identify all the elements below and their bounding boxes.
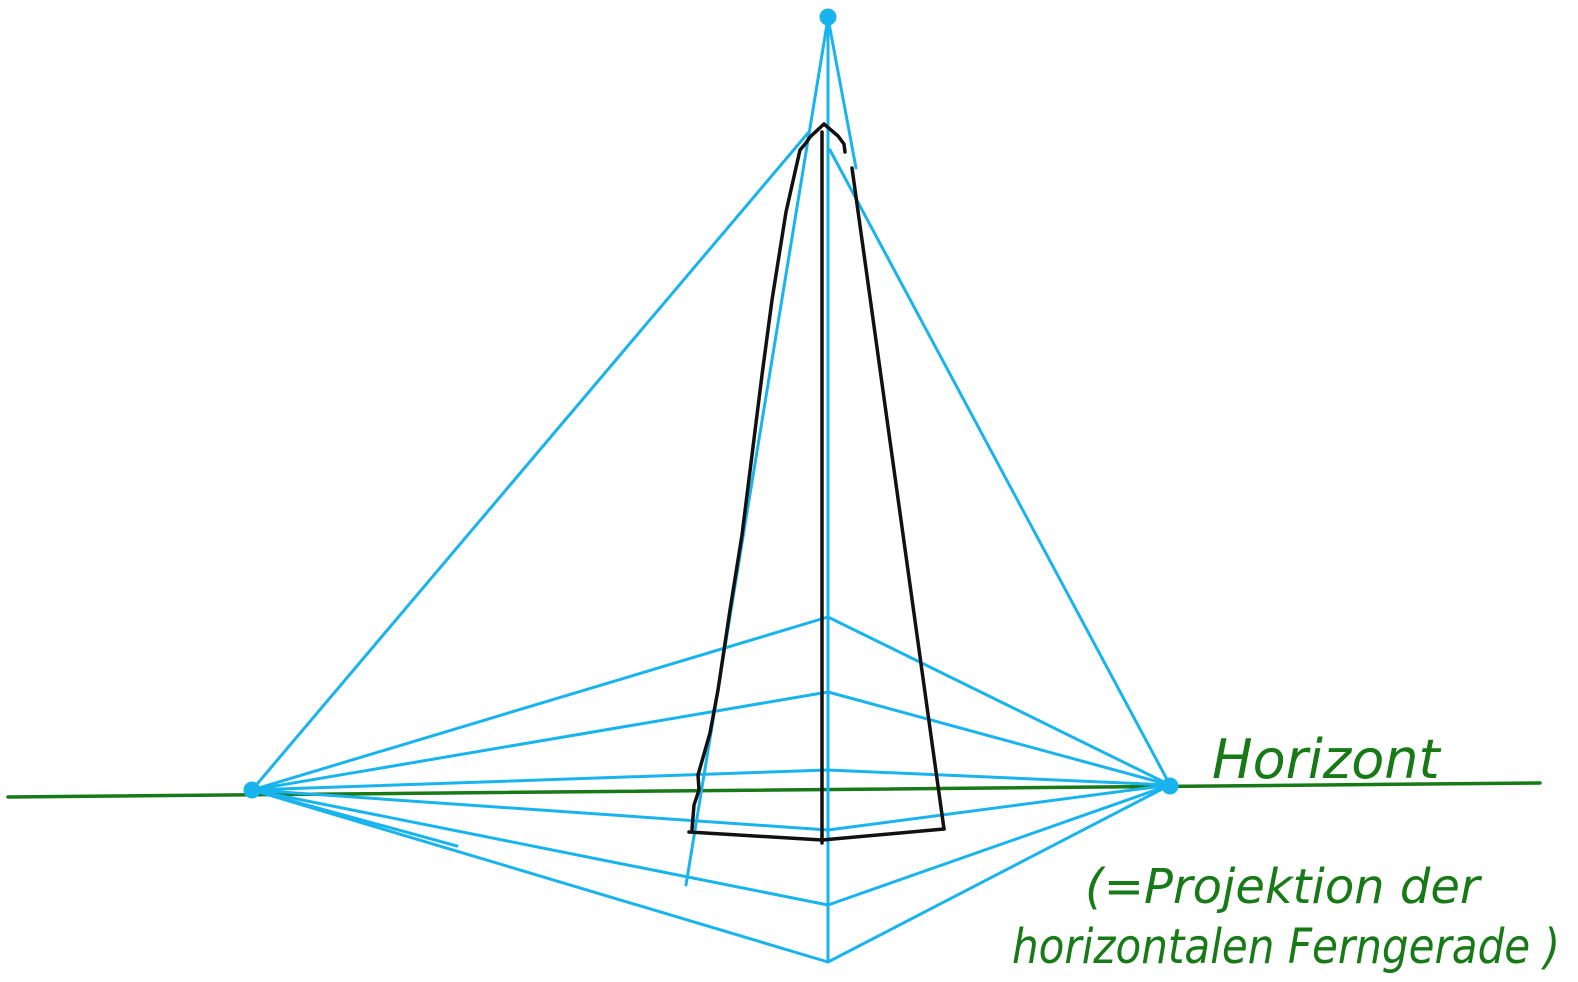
- left-vanishing-point: [243, 781, 261, 799]
- note-line-2: horizontalen Ferngerade ): [1012, 919, 1560, 975]
- tower-left-edge: [690, 122, 847, 831]
- construction-line: [826, 615, 1172, 787]
- construction-line: [250, 788, 459, 848]
- construction-line: [250, 690, 830, 792]
- construction-line: [250, 615, 830, 792]
- construction-line: [826, 783, 1172, 907]
- construction-line: [250, 788, 830, 964]
- construction-line: [250, 788, 830, 907]
- construction-line: [826, 16, 858, 170]
- note-line-1: (=Projektion der: [1085, 859, 1483, 915]
- construction-line: [826, 690, 1172, 787]
- tower-right-edge: [850, 166, 946, 831]
- construction-line: [828, 148, 1172, 787]
- construction-lines: [250, 16, 1172, 964]
- top-vanishing-point: [819, 8, 837, 26]
- tower-base: [687, 827, 946, 842]
- construction-line: [684, 16, 830, 887]
- construction-line: [826, 768, 1172, 787]
- construction-line: [250, 131, 810, 792]
- vanishing-points: [243, 8, 1179, 799]
- construction-line: [250, 788, 830, 832]
- construction-line: [826, 783, 1172, 832]
- tower-outline: [687, 122, 946, 845]
- right-vanishing-point: [1161, 777, 1179, 795]
- construction-line: [826, 783, 1172, 964]
- horizon-label: Horizont: [1212, 728, 1441, 791]
- construction-line: [250, 768, 830, 792]
